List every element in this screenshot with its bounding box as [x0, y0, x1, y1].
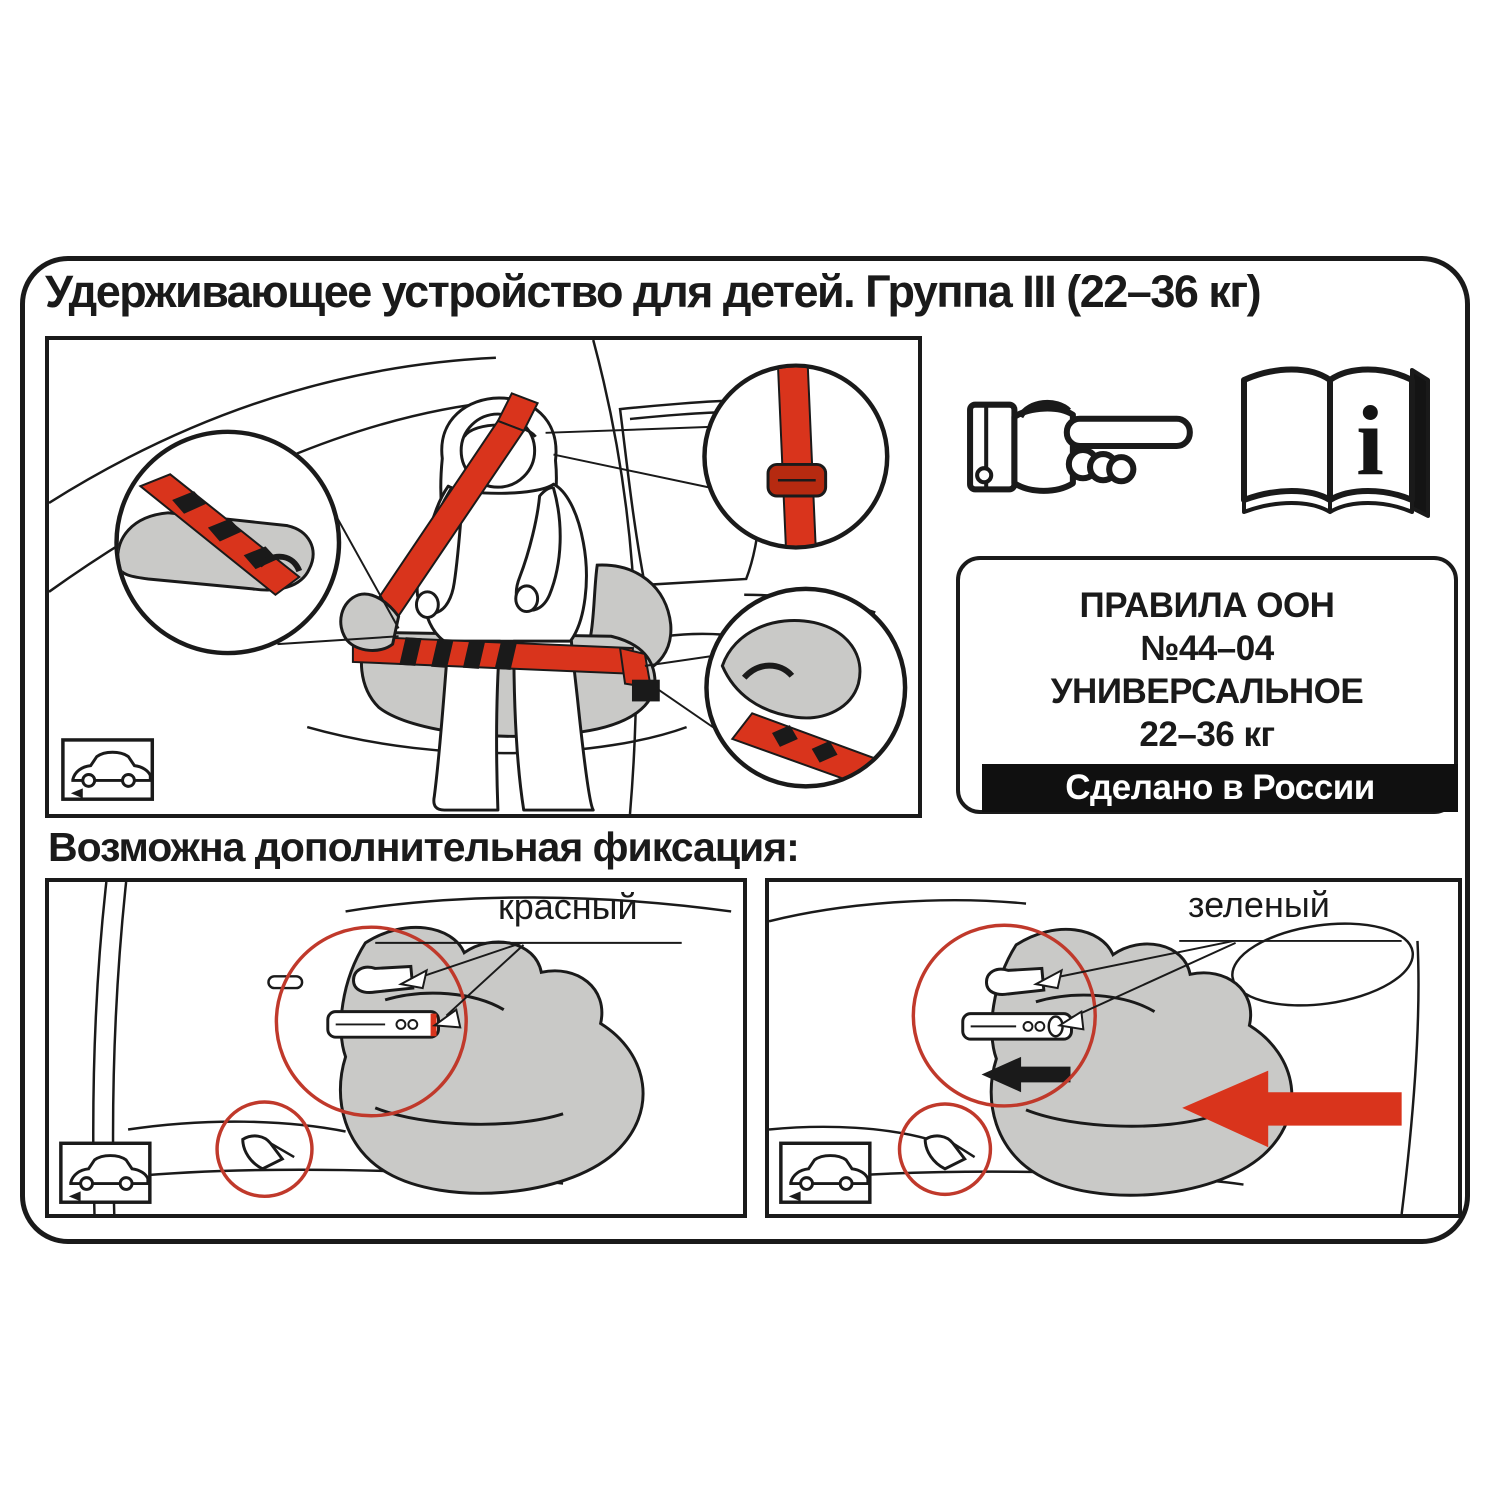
red-arrow-left — [1182, 1070, 1402, 1148]
info-book-icon: i — [1228, 358, 1436, 532]
pointing-hand-drawing — [967, 400, 1193, 494]
cert-line-1: ПРАВИЛА ООН — [1079, 586, 1335, 625]
label-leader-lines — [375, 941, 682, 1029]
fixation-red-illustration — [59, 882, 732, 1214]
highlight-circles — [897, 923, 1097, 1197]
made-in-banner: Сделано в России — [982, 764, 1458, 812]
car-icon — [779, 1141, 872, 1204]
info-glyph: i — [1356, 385, 1384, 496]
label-leader-lines — [1032, 939, 1402, 1031]
green-part-label: зеленый — [1188, 884, 1330, 925]
child-on-booster-illustration — [49, 340, 908, 814]
seat-belt — [351, 392, 660, 702]
fixation-heading: Возможна дополнительная фиксация: — [48, 824, 800, 870]
callout-belt-horn — [644, 586, 908, 789]
cert-line-4: 22–36 кг — [1139, 715, 1275, 754]
fixation-green-illustration — [769, 899, 1420, 1214]
cert-line-2: №44–04 — [1140, 629, 1274, 668]
red-part-label: красный — [498, 886, 638, 927]
cert-line-3: УНИВЕРСАЛЬНОЕ — [1050, 672, 1364, 711]
certification-box: ПРАВИЛА ООН №44–04 УНИВЕРСАЛЬНОЕ 22–36 к… — [956, 556, 1458, 814]
latch-connectors — [923, 966, 1073, 1171]
callout-belt-guide-left — [114, 429, 400, 656]
black-arrow-left — [981, 1056, 1071, 1093]
page-title: Удерживающее устройство для детей. Групп… — [45, 266, 1262, 317]
outer-border — [20, 256, 1470, 1244]
callout-shoulder-belt — [545, 363, 890, 550]
fixation-panel-red — [45, 878, 747, 1218]
pointing-hand-icon — [962, 370, 1214, 522]
fixation-panel-green — [765, 878, 1462, 1218]
car-icon — [61, 738, 155, 801]
highlight-circles — [215, 925, 468, 1199]
main-illustration-panel — [45, 336, 922, 818]
info-book-drawing: i — [1241, 366, 1430, 518]
latch-connectors — [241, 964, 440, 1171]
car-icon — [59, 1141, 152, 1204]
